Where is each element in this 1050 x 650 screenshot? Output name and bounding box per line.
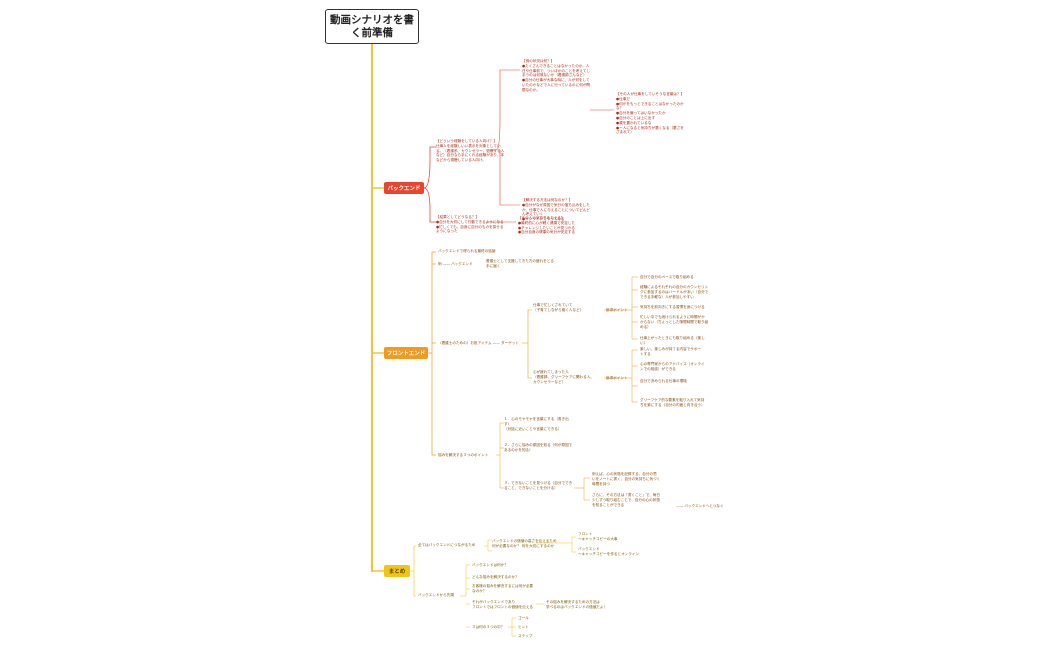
point-grief-care[interactable]: グリーフケア的な要素を取り入れて気持 ちを楽にする（自分の内面と向き合う） — [640, 398, 705, 407]
question-three[interactable]: ３は何の３つの中？ — [472, 625, 505, 629]
backend-result-node[interactable]: 【結果としてどうなる？】 ●自分を大切にして行動できるようになる ●忙しくても、… — [436, 215, 504, 234]
backend-situation-node[interactable]: 【例の状況は何？】 ●たくさんできることはなかったのか。人 日や仕事前で、ついほ… — [522, 59, 591, 92]
point-low-hurdle[interactable]: 経験によるそれぞれの自分のカウンセリン グに参加するのはハードルがあい（自分で … — [640, 285, 709, 299]
point-habit[interactable]: 気持ちを前向きにする習慣を身につける — [640, 305, 705, 309]
point-short-time[interactable]: 忙しい中でも続けられるように時間がか からない（ちょっとした隙間時間で取り組 め… — [640, 315, 709, 329]
frontend-example-detail[interactable]: 看護士として支援してきた方の疲れをとる 手に届く — [486, 259, 554, 268]
backend-words-node[interactable]: 【その人が仕事をしていそうな言葉は？】 ●仕事だ ●何かをもっとできることはなか… — [616, 92, 685, 135]
root-topic[interactable]: 動画シナリオを書く前準備 — [325, 9, 419, 44]
target-busy-node[interactable]: 仕事で忙しくされていて （子育てしながら働く人など） — [533, 303, 584, 312]
summary-backend-first[interactable]: バックエンドから先頭 — [418, 593, 454, 597]
target-tired-node[interactable]: 心が疲れてしまった人 （看護師、グリーフケアに関わる人、 カウンセラーなど） — [533, 370, 594, 384]
point-environment[interactable]: 自分で決められる仕事の環境 — [640, 379, 687, 383]
question-what-backend[interactable]: バックエンドは何か？ — [472, 563, 508, 567]
key-point-3[interactable]: ３．できないことを見つける（自分ででき ること、できないことを分ける） — [504, 481, 573, 490]
three-points-node[interactable]: 悩みを解決する３つのポイント — [438, 453, 489, 457]
question-which-problem[interactable]: どんな悩みを解決するのか？ — [472, 575, 519, 579]
appeal-point-1[interactable]: 訴求ポイント — [606, 308, 628, 312]
backend-topic[interactable]: バックエンド — [384, 182, 424, 194]
point-support[interactable]: 楽しい、楽しみが持てる内容でサポー トする — [640, 347, 702, 356]
summary-backend-link[interactable]: 全てはバックエンドにつながるため — [418, 543, 476, 547]
backend-feeling-node[interactable]: 【その人の気持ちを与える】 ●最終的に心が軽く健康で安定した ●チャレンジしたい… — [518, 216, 576, 235]
key-point-3-example[interactable]: 例えば、心の状態を記録する、自分の思 いをノートに書く、自分の気持ちに気づく 時… — [592, 472, 661, 486]
frontend-item-node[interactable]: （看護士のための）お役アイテム —— ターゲット — [438, 341, 519, 345]
appeal-point-2[interactable]: 訴求ポイント — [606, 376, 628, 380]
frontend-conclusion-node[interactable]: バックエンドで得られる最終の結論 — [438, 249, 496, 253]
backend-audience-node[interactable]: 【どういう経験をしている人向け？】 仕事人を経験しいい表示を対象としてい る。（… — [436, 139, 505, 163]
key-point-3-method[interactable]: さらに、その方法は「書くこと」で、毎日 少しずつ取り組むことで、自分の心の状態 … — [592, 493, 661, 507]
three-hint[interactable]: ヒント — [518, 625, 529, 629]
point-advice[interactable]: 心の専門家からのアドバイス（オンライ ンでの相談）ができる — [640, 362, 705, 371]
backend-solution-node[interactable]: 【解決する方法は何なのか？】 ●自分がなぜ原因で気分の落ち込みをした か、仕事で… — [522, 198, 590, 222]
point-enjoy[interactable]: 仕事上がったときにも取り組める（楽し い） — [640, 336, 705, 345]
frontend-example-node[interactable]: 例 —— バックエンド — [438, 262, 473, 266]
key-point-2[interactable]: ２．さらに悩みの原因を知る（何が原因で あるのかを知る） — [504, 443, 573, 452]
question-backend-value[interactable]: その悩みを解決するための方法は 学べるのはバックエンドの価値だよ！ — [546, 600, 608, 609]
summary-value[interactable]: バックエンドの価値の高さを伝えるため 何が必要なのか？ 何を大切にするのか — [492, 539, 557, 548]
summary-back-copy[interactable]: バックエンド 〜キャッチコピーを作るとオンライン — [578, 547, 640, 556]
key-point-1[interactable]: １．心のモヤモヤを言葉にする（書き出 す） （対話に近いことや言葉にできる） — [504, 417, 569, 431]
frontend-topic[interactable]: フロントエンド — [384, 347, 428, 359]
point-own-pace[interactable]: 自分で自分のペースで取り組める — [640, 275, 694, 279]
three-goal[interactable]: ゴール — [518, 616, 529, 620]
key-point-3-link[interactable]: —— バックエンドへとつなぐ — [676, 504, 724, 508]
three-step[interactable]: ステップ — [518, 634, 533, 638]
question-backend-is[interactable]: それがバックエンドであり フロントではフロントの価値を伝える — [472, 600, 533, 609]
question-what-needed[interactable]: お客様の悩みを解決するには何が必要 なのか？ — [472, 584, 534, 593]
summary-front-copy[interactable]: フロント 〜キャッチコピーの大事 — [578, 532, 618, 541]
summary-topic[interactable]: まとめ — [384, 565, 410, 577]
